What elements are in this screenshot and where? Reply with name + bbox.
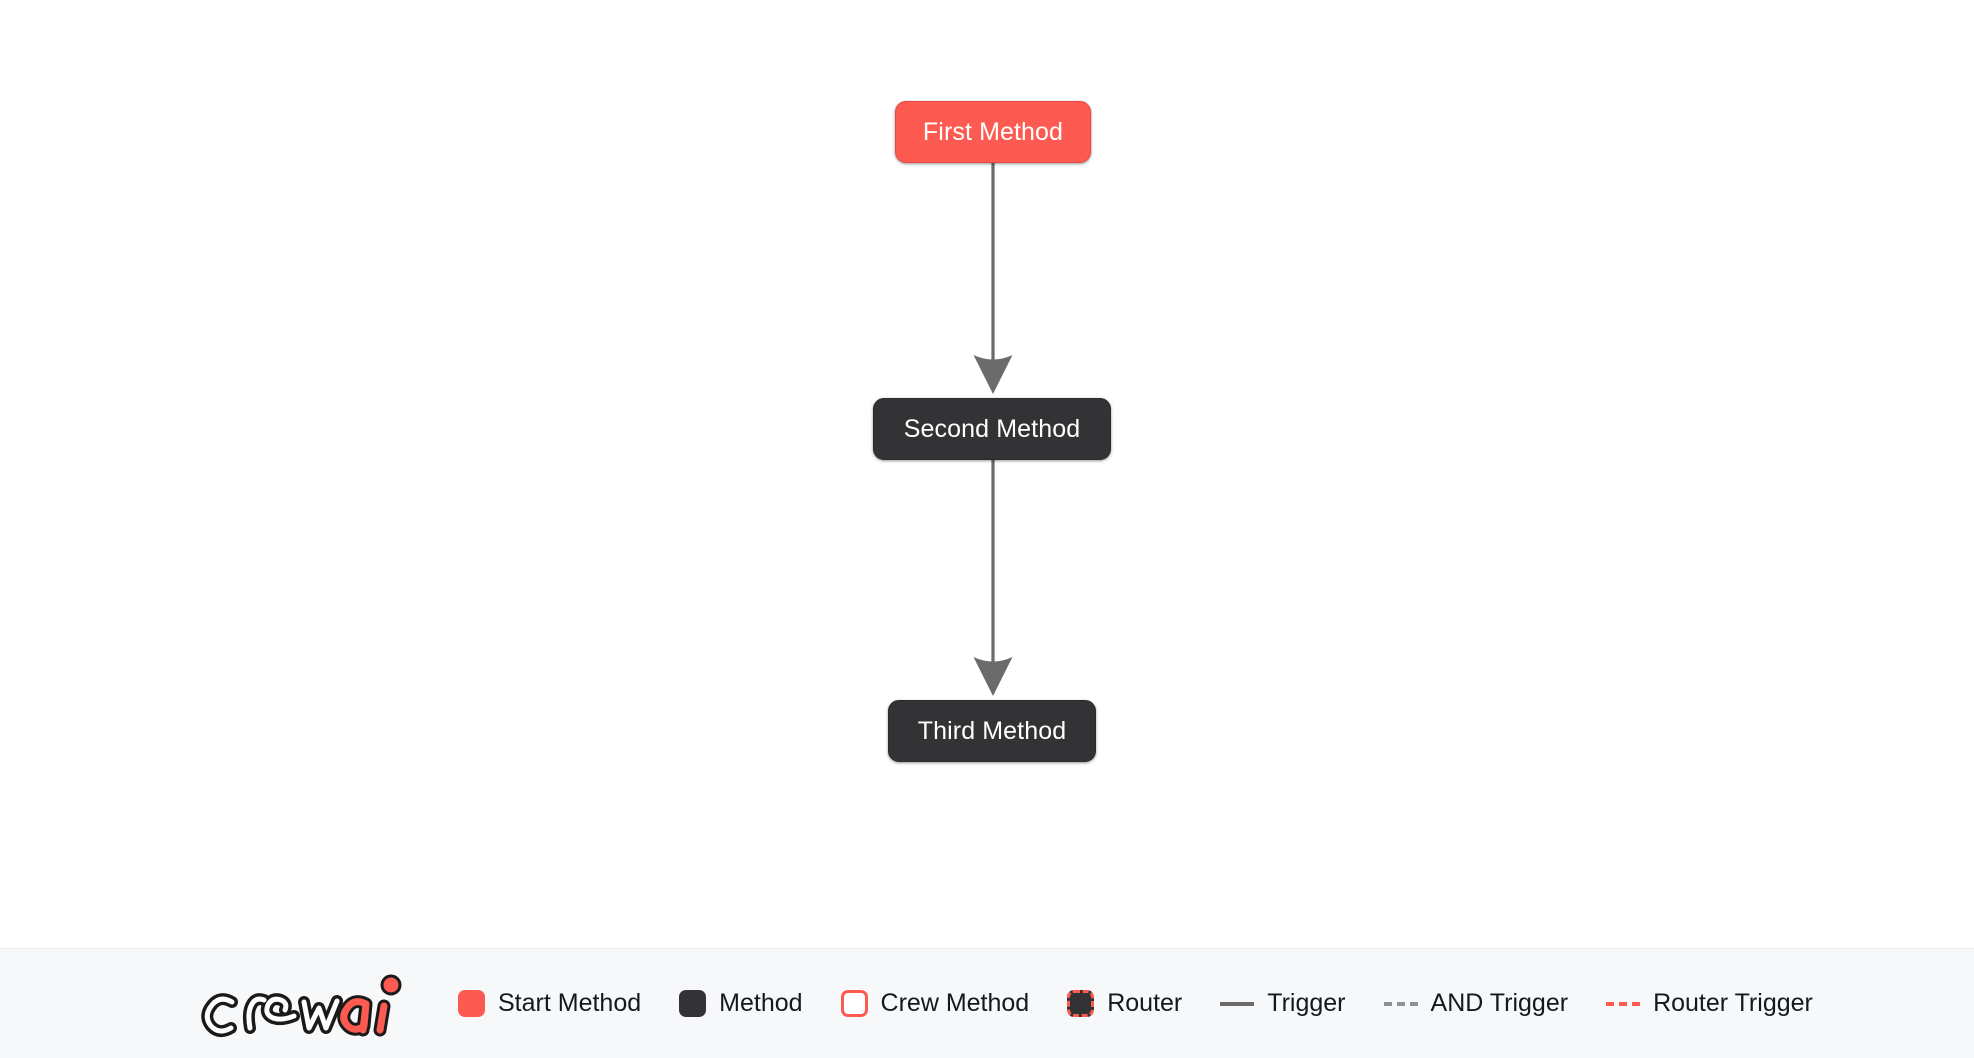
crewai-logo <box>201 974 402 1037</box>
legend-item-method: Method <box>679 989 803 1017</box>
legend-label: Method <box>719 989 803 1017</box>
legend-label: AND Trigger <box>1430 989 1569 1017</box>
legend-item-crew-method: Crew Method <box>840 989 1030 1017</box>
edge-second-to-third <box>973 460 1013 696</box>
legend-bar: Start Method Method Crew Method Router T… <box>0 948 1974 1058</box>
legend-label: Router Trigger <box>1653 989 1813 1017</box>
legend-item-router: Router <box>1067 990 1182 1017</box>
crew-method-swatch-icon <box>840 990 868 1017</box>
trigger-line-icon <box>1220 1001 1255 1006</box>
start-method-swatch-icon <box>458 990 485 1017</box>
router-trigger-line-icon <box>1606 1001 1641 1006</box>
diagram-canvas[interactable]: First Method Second Method Third Method <box>0 0 1974 948</box>
legend-label: Start Method <box>498 989 642 1017</box>
method-swatch-icon <box>679 990 707 1017</box>
node-second-method[interactable]: Second Method <box>873 398 1111 460</box>
edge-first-to-second <box>973 163 1013 394</box>
legend-label: Trigger <box>1267 989 1346 1017</box>
node-label: Third Method <box>917 716 1067 745</box>
legend-item-trigger: Trigger <box>1220 989 1346 1017</box>
and-trigger-line-icon <box>1383 1001 1418 1006</box>
node-third-method[interactable]: Third Method <box>888 700 1096 762</box>
legend-item-start-method: Start Method <box>458 990 641 1017</box>
node-label: Second Method <box>903 414 1081 443</box>
legend-items: Start Method Method Crew Method Router T… <box>458 990 1813 1017</box>
legend-item-router-trigger: Router Trigger <box>1606 991 1813 1016</box>
legend-label: Router <box>1107 989 1183 1017</box>
node-label: First Method <box>922 117 1064 146</box>
router-swatch-icon <box>1067 990 1095 1017</box>
node-first-method[interactable]: First Method <box>895 101 1091 163</box>
legend-item-and-trigger: AND Trigger <box>1383 989 1569 1017</box>
legend-label: Crew Method <box>880 989 1030 1017</box>
